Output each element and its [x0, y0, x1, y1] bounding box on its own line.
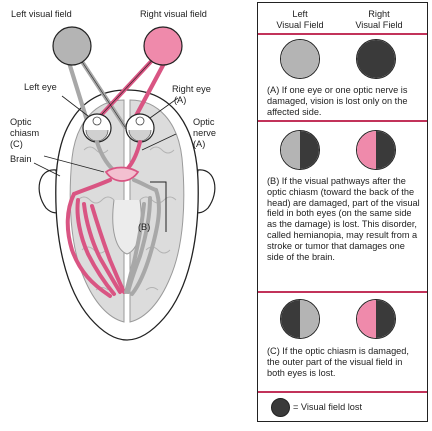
- section-c-left-field-right-half: [300, 300, 319, 338]
- section-separator: [258, 120, 427, 122]
- section-separator: [258, 291, 427, 293]
- left-visual-field-circle: [52, 26, 92, 66]
- optic-chiasm: [104, 166, 140, 182]
- section-a-right-field: [356, 39, 396, 79]
- section-b-right-field: [356, 130, 396, 170]
- section-a-left-field: [280, 39, 320, 79]
- optic-nerve-label-line2: nerve: [193, 128, 216, 138]
- section-c-right-field: [356, 299, 396, 339]
- section-a-left-field-left-half: [281, 40, 300, 78]
- section-b-left-field-right-half: [300, 131, 319, 169]
- section-a-right-field-left-half: [357, 40, 376, 78]
- section-separator: [258, 33, 427, 35]
- section-a-caption: (A) If one eye or one optic nerve is dam…: [267, 85, 408, 117]
- header-right-line2: Visual Field: [355, 20, 403, 30]
- visual-pathway-diagram: Left visual field Right visual field Lef…: [10, 9, 216, 341]
- optic-nerve-label-line1: Optic: [193, 117, 215, 127]
- pathway-damage-marker: [150, 181, 167, 232]
- section-b-left-field: [280, 130, 320, 170]
- right-eye-label: Right eye: [172, 84, 211, 94]
- left-eye-label: Left eye: [24, 82, 57, 92]
- header-right-line1: Right: [368, 9, 390, 19]
- section-c-right-field-left-half: [357, 300, 376, 338]
- right-optic-radiation: [124, 178, 161, 296]
- section-c-caption: (C) If the optic chiasm is damaged, the …: [267, 346, 409, 378]
- left-visual-field-label: Left visual field: [11, 9, 72, 19]
- brain-label: Brain: [10, 154, 32, 164]
- visual-pathway-illustration: [33, 26, 216, 341]
- left-eye-globe: [82, 113, 112, 143]
- header-left-line2: Visual Field: [276, 20, 324, 30]
- optic-chiasm-label-line2: chiasm: [10, 128, 40, 138]
- section-c-left-field-left-half: [281, 300, 300, 338]
- section-c-left-field: [280, 299, 320, 339]
- right-eye-globe: [125, 113, 155, 143]
- legend-lost-swatch: [271, 398, 290, 417]
- section-a-right-field-right-half: [376, 40, 395, 78]
- section-a-left-field-right-half: [300, 40, 319, 78]
- section-b-caption: (B) If the visual pathways after the opt…: [267, 176, 420, 262]
- section-b-right-field-left-half: [357, 131, 376, 169]
- left-optic-radiation: [65, 178, 126, 298]
- optic-nerve-marker: (A): [193, 139, 206, 149]
- right-visual-field-circle: [143, 26, 183, 66]
- optic-chiasm-marker: (C): [10, 139, 23, 149]
- leader-lines: [33, 95, 179, 177]
- pathway-damage-label: (B): [138, 222, 151, 232]
- visual-field-panel: Left Visual Field Right Visual Field (A)…: [257, 2, 428, 422]
- section-c-right-field-right-half: [376, 300, 395, 338]
- optic-chiasm-label-line1: Optic: [10, 117, 32, 127]
- header-left-line1: Left: [292, 9, 308, 19]
- section-separator: [258, 391, 427, 393]
- right-eye-marker: (A): [174, 95, 187, 105]
- section-b-right-field-right-half: [376, 131, 395, 169]
- section-b-left-field-left-half: [281, 131, 300, 169]
- brain-right-hemisphere: [129, 99, 185, 323]
- right-visual-field-label: Right visual field: [140, 9, 207, 19]
- legend-label: = Visual field lost: [293, 402, 363, 412]
